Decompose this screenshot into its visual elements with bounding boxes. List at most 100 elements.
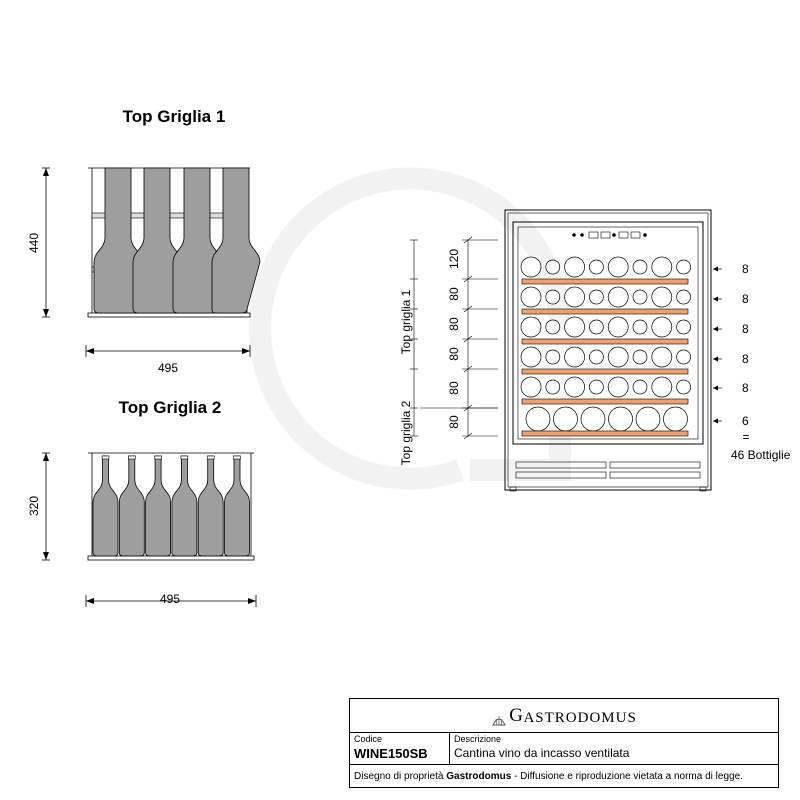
bottle-end bbox=[607, 286, 629, 308]
shelf-spacing-dim: 120 bbox=[447, 249, 461, 269]
footer-brand: Gastrodomus bbox=[446, 771, 512, 782]
shell-icon bbox=[492, 715, 507, 725]
code-value: WINE150SB bbox=[354, 746, 428, 761]
shelf-spacing-dim: 80 bbox=[447, 415, 461, 429]
bottle-end bbox=[564, 316, 585, 338]
shelf-row bbox=[520, 256, 691, 285]
bottle-end bbox=[607, 346, 629, 368]
bottle-end bbox=[589, 349, 604, 365]
description-label: Descrizione bbox=[454, 734, 502, 744]
shelf-count: 6 bbox=[742, 414, 749, 428]
layout2-width-dim: 495 bbox=[160, 592, 180, 606]
bottle-cap bbox=[154, 455, 162, 460]
bottle-end bbox=[589, 259, 604, 275]
bottle-cap bbox=[180, 455, 189, 460]
copyright-notice: Disegno di proprietà Gastrodomus - Diffu… bbox=[354, 771, 743, 782]
bottle-cap bbox=[233, 455, 241, 460]
bottle-end bbox=[589, 289, 604, 305]
shelf-rack bbox=[521, 278, 689, 285]
bottle bbox=[171, 455, 198, 557]
bottle-end bbox=[632, 349, 648, 365]
layout1-height-dim: 440 bbox=[27, 233, 41, 253]
bottle-end bbox=[632, 319, 648, 335]
cabinet-dimensions bbox=[410, 236, 498, 440]
bottle-end bbox=[676, 349, 691, 365]
count-arrow bbox=[713, 356, 718, 362]
control-panel bbox=[572, 231, 647, 239]
layout1-title: Top Griglia 1 bbox=[123, 107, 226, 126]
bottle-end bbox=[635, 406, 661, 432]
shelf-row bbox=[520, 376, 691, 405]
count-arrow bbox=[713, 266, 718, 272]
shelf-rack bbox=[521, 308, 689, 315]
shelf-row bbox=[520, 346, 691, 375]
shelf-row bbox=[520, 286, 691, 315]
bottle bbox=[145, 455, 171, 557]
layout1-drawing bbox=[42, 167, 261, 357]
bottle bbox=[118, 455, 145, 557]
brand-initial: G bbox=[509, 704, 524, 726]
shelf-count: 8 bbox=[742, 262, 749, 276]
bottle-end bbox=[545, 349, 561, 365]
count-arrow bbox=[713, 418, 718, 424]
layout2-title: Top Griglia 2 bbox=[119, 398, 222, 417]
bottle-end bbox=[545, 289, 561, 305]
footer-prefix: Disegno di proprietà bbox=[354, 771, 447, 782]
bottle bbox=[197, 455, 224, 557]
shelf-rack bbox=[521, 368, 689, 375]
bottle-end bbox=[520, 346, 542, 368]
shelf-count: 8 bbox=[742, 292, 749, 306]
bottle-end bbox=[589, 379, 604, 395]
bottle-cap bbox=[128, 455, 136, 460]
bottle-end bbox=[520, 256, 542, 278]
footer-suffix: - Diffusione e riproduzione vietata a no… bbox=[511, 771, 743, 782]
bottle-end bbox=[651, 316, 673, 338]
bottle-end bbox=[663, 406, 688, 432]
description-cell: Descrizione Cantina vino da incasso vent… bbox=[450, 732, 778, 765]
shelf-spacing-dim: 80 bbox=[447, 317, 461, 331]
shelf-count: 8 bbox=[742, 352, 749, 366]
shelf-spacing-dim: 80 bbox=[447, 287, 461, 301]
shelf-rack bbox=[521, 338, 689, 345]
description-value: Cantina vino da incasso ventilata bbox=[454, 746, 630, 760]
code-label: Codice bbox=[354, 734, 383, 744]
shelf-rack bbox=[521, 398, 689, 405]
bottle-end bbox=[589, 319, 604, 335]
bottle-end bbox=[607, 256, 629, 278]
bottle-end bbox=[676, 289, 691, 305]
bottle-end bbox=[632, 289, 648, 305]
shelf-count: 8 bbox=[742, 322, 749, 336]
zone1-label: Top griglia 1 bbox=[399, 289, 413, 354]
shelf-spacing-dim: 80 bbox=[447, 381, 461, 395]
bottle-cap bbox=[206, 455, 215, 460]
layout2-drawing bbox=[42, 452, 257, 607]
bottle-end bbox=[553, 406, 578, 432]
shelf-row bbox=[520, 316, 691, 345]
count-arrow bbox=[713, 296, 718, 302]
layout2-height-dim: 320 bbox=[27, 496, 41, 516]
bottle-end bbox=[607, 376, 629, 398]
bottle-end bbox=[632, 379, 648, 395]
equals-sign: = bbox=[742, 430, 749, 444]
bottle-end bbox=[651, 256, 673, 278]
bottle-end bbox=[520, 376, 542, 398]
bottle-end bbox=[545, 379, 561, 395]
bottle bbox=[224, 455, 250, 557]
bottle-end bbox=[520, 316, 542, 338]
bottle-end bbox=[580, 406, 606, 432]
layout1-width-dim: 495 bbox=[158, 361, 178, 375]
bottle-end bbox=[651, 346, 673, 368]
brand-name: ASTRODOMUS bbox=[523, 709, 637, 726]
bottle-end bbox=[651, 286, 673, 308]
shelf-row bbox=[521, 406, 689, 437]
bottle-end bbox=[632, 259, 648, 275]
bottle-end bbox=[676, 259, 691, 275]
bottle-end bbox=[676, 319, 691, 335]
cabinet-drawing bbox=[504, 209, 712, 492]
bottle bbox=[92, 455, 119, 557]
bottle-end bbox=[525, 406, 551, 432]
